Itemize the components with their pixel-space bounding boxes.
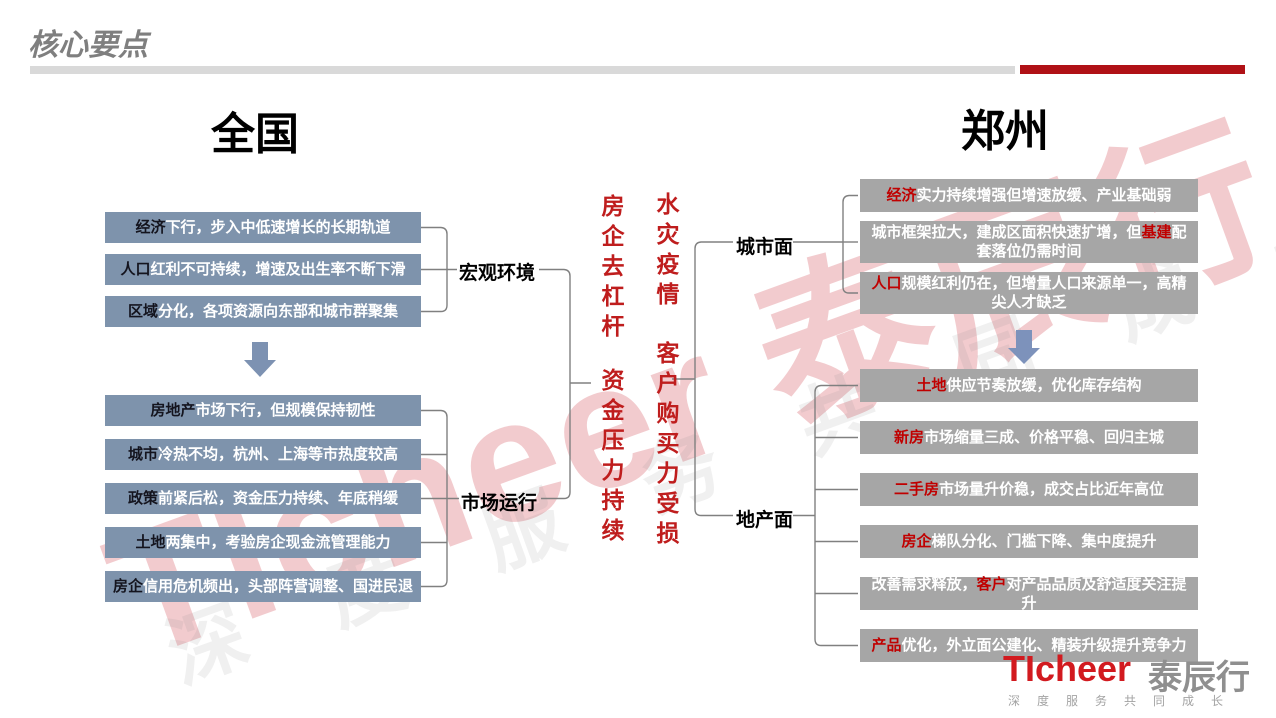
down-arrow-right bbox=[1008, 330, 1040, 364]
point-text: 红利不可持续，增速及出生率不断下滑 bbox=[150, 261, 406, 278]
point-text-pre: 改善需求释放， bbox=[871, 575, 977, 593]
point-text: 分化，各项资源向东部和城市群聚集 bbox=[158, 303, 399, 320]
point-text: 配套落位仍需时间 bbox=[976, 224, 1187, 260]
point-box: 区域分化，各项资源向东部和城市群聚集 bbox=[105, 296, 421, 327]
point-text: 供应节奏放缓，优化库存结构 bbox=[946, 377, 1142, 394]
point-box: 新房市场缩量三成、价格平稳、回归主城 bbox=[860, 421, 1198, 454]
point-keyword: 土地 bbox=[916, 377, 947, 394]
point-box: 房地产市场下行，但规模保持韧性 bbox=[105, 395, 421, 426]
point-box: 土地供应节奏放缓，优化库存结构 bbox=[860, 369, 1198, 402]
group-market-boxes: 房地产市场下行，但规模保持韧性城市冷热不均，杭州、上海等市热度较高政策前紧后松，… bbox=[105, 395, 421, 602]
callout-funding-pressure: 资金压力持续 bbox=[598, 368, 624, 548]
point-box: 产品优化，外立面公建化、精装升级提升竞争力 bbox=[860, 629, 1198, 662]
point-text: 两集中，考验房企现金流管理能力 bbox=[165, 534, 391, 551]
point-box: 城市框架拉大，建成区面积快速扩增，但基建配套落位仍需时间 bbox=[860, 221, 1198, 263]
heading-national: 全国 bbox=[211, 110, 299, 159]
point-keyword: 人口 bbox=[120, 261, 151, 278]
label-city-side: 城市面 bbox=[736, 237, 794, 258]
point-text: 对产品品质及舒适度关注提升 bbox=[1006, 575, 1187, 612]
point-text: 市场量升价稳，成交占比近年高位 bbox=[939, 481, 1165, 498]
header-rule-red bbox=[1020, 65, 1245, 74]
down-arrow-left bbox=[244, 342, 276, 377]
point-text: 市场下行，但规模保持韧性 bbox=[195, 402, 376, 419]
point-box: 城市冷热不均，杭州、上海等市热度较高 bbox=[105, 439, 421, 470]
point-keyword: 经济 bbox=[886, 187, 917, 204]
group-city-boxes: 经济实力持续增强但增速放缓、产业基础弱城市框架拉大，建成区面积快速扩增，但基建配… bbox=[860, 179, 1198, 314]
group-macro-boxes: 经济下行，步入中低速增长的长期轨道人口红利不可持续，增速及出生率不断下滑区域分化… bbox=[105, 212, 421, 327]
point-box: 人口红利不可持续，增速及出生率不断下滑 bbox=[105, 254, 421, 285]
point-text: 市场缩量三成、价格平稳、回归主城 bbox=[924, 429, 1165, 446]
header-rule-gray bbox=[30, 66, 1015, 74]
logo-tagline: 深度服务共同成长 bbox=[1008, 694, 1241, 708]
point-text: 实力持续增强但增速放缓、产业基础弱 bbox=[916, 187, 1172, 204]
point-text: 冷热不均，杭州、上海等市热度较高 bbox=[158, 446, 399, 463]
point-keyword: 产品 bbox=[871, 637, 902, 654]
point-box: 经济下行，步入中低速增长的长期轨道 bbox=[105, 212, 421, 243]
callout-flood-pandemic: 水灾疫情 bbox=[653, 192, 679, 312]
label-macro-environment: 宏观环境 bbox=[459, 263, 536, 284]
label-property-side: 地产面 bbox=[736, 510, 794, 531]
point-keyword: 房地产 bbox=[150, 402, 196, 419]
point-keyword: 城市 bbox=[127, 446, 158, 463]
point-box: 房企梯队分化、门槛下降、集中度提升 bbox=[860, 525, 1198, 558]
point-box: 二手房市场量升价稳，成交占比近年高位 bbox=[860, 473, 1198, 506]
point-box: 政策前紧后松，资金压力持续、年底稍缓 bbox=[105, 483, 421, 514]
logo-ticheer: TIcheer bbox=[1003, 648, 1132, 689]
logo-taichenhang: 泰辰行 bbox=[1148, 659, 1250, 697]
point-keyword: 二手房 bbox=[893, 481, 939, 498]
heading-zhengzhou: 郑州 bbox=[961, 107, 1049, 156]
callout-deleverage: 房企去杠杆 bbox=[598, 194, 624, 344]
point-keyword: 人口 bbox=[871, 275, 902, 292]
point-text: 前紧后松，资金压力持续、年底稍缓 bbox=[158, 490, 399, 507]
label-market-operation: 市场运行 bbox=[461, 493, 538, 514]
point-box: 土地两集中，考验房企现金流管理能力 bbox=[105, 527, 421, 558]
point-keyword: 经济 bbox=[135, 219, 166, 236]
point-text: 梯队分化、门槛下降、集中度提升 bbox=[931, 533, 1157, 550]
point-box: 改善需求释放，客户对产品品质及舒适度关注提升 bbox=[860, 575, 1198, 612]
point-keyword: 区域 bbox=[127, 303, 158, 320]
point-text: 下行，步入中低速增长的长期轨道 bbox=[165, 219, 391, 236]
point-box: 人口规模红利仍在，但增量人口来源单一，高精尖人才缺乏 bbox=[860, 272, 1198, 314]
point-keyword: 房企 bbox=[112, 578, 143, 595]
point-keyword: 土地 bbox=[135, 534, 166, 551]
point-keyword: 房企 bbox=[901, 533, 932, 550]
point-text: 规模红利仍在，但增量人口来源单一，高精尖人才缺乏 bbox=[901, 275, 1187, 311]
callout-purchasing-power: 客户购买力受损 bbox=[653, 341, 679, 551]
point-keyword: 新房 bbox=[893, 429, 924, 446]
point-keyword: 政策 bbox=[127, 490, 158, 507]
point-keyword: 客户 bbox=[976, 575, 1007, 593]
point-box: 经济实力持续增强但增速放缓、产业基础弱 bbox=[860, 179, 1198, 212]
point-box: 房企信用危机频出，头部阵营调整、国进民退 bbox=[105, 571, 421, 602]
point-keyword: 基建 bbox=[1141, 224, 1172, 241]
group-property-boxes: 土地供应节奏放缓，优化库存结构新房市场缩量三成、价格平稳、回归主城二手房市场量升… bbox=[860, 369, 1198, 662]
point-text: 优化，外立面公建化、精装升级提升竞争力 bbox=[901, 637, 1187, 654]
page-title: 核心要点 bbox=[28, 29, 148, 62]
point-text: 信用危机频出，头部阵营调整、国进民退 bbox=[143, 578, 414, 595]
point-text-pre: 城市框架拉大，建成区面积快速扩增，但 bbox=[871, 224, 1142, 241]
